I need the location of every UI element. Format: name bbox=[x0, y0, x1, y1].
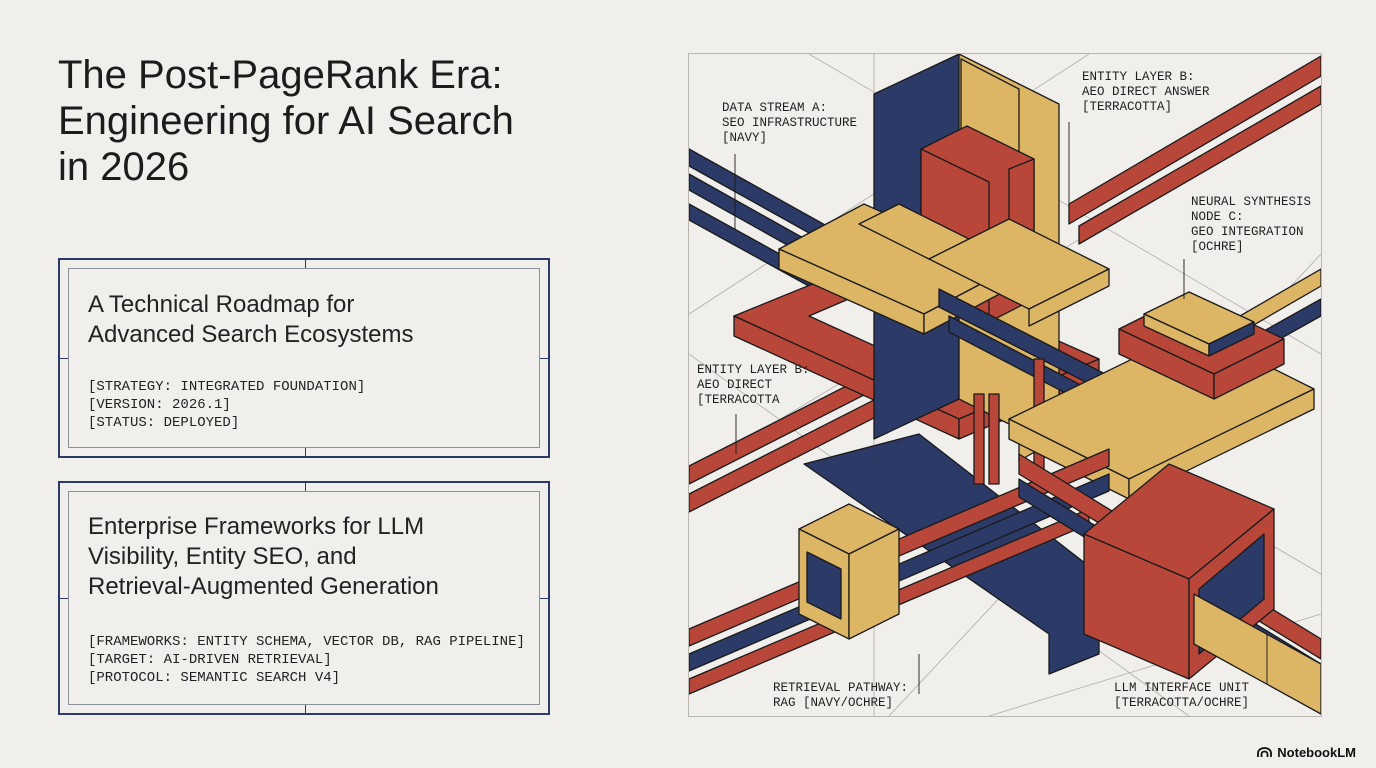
terracotta-pipe-vertical bbox=[973, 393, 985, 485]
label-entity-layer-top: ENTITY LAYER B: AEO DIRECT ANSWER [TERRA… bbox=[1082, 70, 1210, 114]
frame-tick bbox=[305, 258, 306, 268]
frame-tick bbox=[540, 358, 550, 359]
frame-tick bbox=[58, 598, 68, 599]
label-retrieval-pathway: RETRIEVAL PATHWAY: RAG [NAVY/OCHRE] bbox=[773, 681, 909, 710]
card-subtitle: A Technical Roadmap for Advanced Search … bbox=[88, 291, 414, 348]
ochre-connector-side bbox=[1028, 268, 1110, 327]
roadmap-card: A Technical Roadmap for Advanced Search … bbox=[58, 258, 550, 458]
frameworks-card: Enterprise Frameworks for LLM Visibility… bbox=[58, 481, 550, 715]
notebooklm-brand: NotebookLM bbox=[1257, 745, 1356, 760]
retrieval-box-opening bbox=[806, 551, 842, 620]
card-inner-frame bbox=[68, 491, 540, 705]
card-inner-frame bbox=[68, 268, 540, 448]
terracotta-pipe-vertical bbox=[988, 393, 1000, 485]
frame-tick bbox=[305, 481, 306, 491]
label-data-stream: DATA STREAM A: SEO INFRASTRUCTURE [NAVY] bbox=[722, 101, 858, 145]
terracotta-rail-top bbox=[1068, 55, 1321, 225]
frame-tick bbox=[305, 448, 306, 458]
frame-tick bbox=[58, 358, 68, 359]
frame-tick bbox=[305, 705, 306, 715]
frame-tick bbox=[540, 598, 550, 599]
label-entity-layer-left: ENTITY LAYER B: AEO DIRECT [TERRACOTTA bbox=[697, 363, 810, 407]
label-neural-synthesis: NEURAL SYNTHESIS NODE C: GEO INTEGRATION… bbox=[1191, 195, 1312, 254]
diagram-canvas bbox=[689, 54, 1321, 716]
neural-node-top-front bbox=[1208, 321, 1255, 357]
notebooklm-logo-icon bbox=[1257, 747, 1273, 757]
card-meta: [FRAMEWORKS: ENTITY SCHEMA, VECTOR DB, R… bbox=[88, 634, 525, 686]
neural-node-front bbox=[1213, 338, 1285, 400]
page-title: The Post-PageRank Era: Engineering for A… bbox=[58, 53, 514, 189]
isometric-architecture-diagram: DATA STREAM A: SEO INFRASTRUCTURE [NAVY]… bbox=[688, 53, 1322, 717]
card-meta: [STRATEGY: INTEGRATED FOUNDATION] [VERSI… bbox=[88, 379, 366, 431]
terracotta-rail-top bbox=[1078, 85, 1321, 245]
label-llm-interface: LLM INTERFACE UNIT [TERRACOTTA/OCHRE] bbox=[1114, 681, 1250, 710]
ochre-outlet-rail bbox=[1193, 593, 1321, 715]
card-subtitle: Enterprise Frameworks for LLM Visibility… bbox=[88, 513, 439, 600]
retrieval-box-right bbox=[848, 528, 900, 640]
